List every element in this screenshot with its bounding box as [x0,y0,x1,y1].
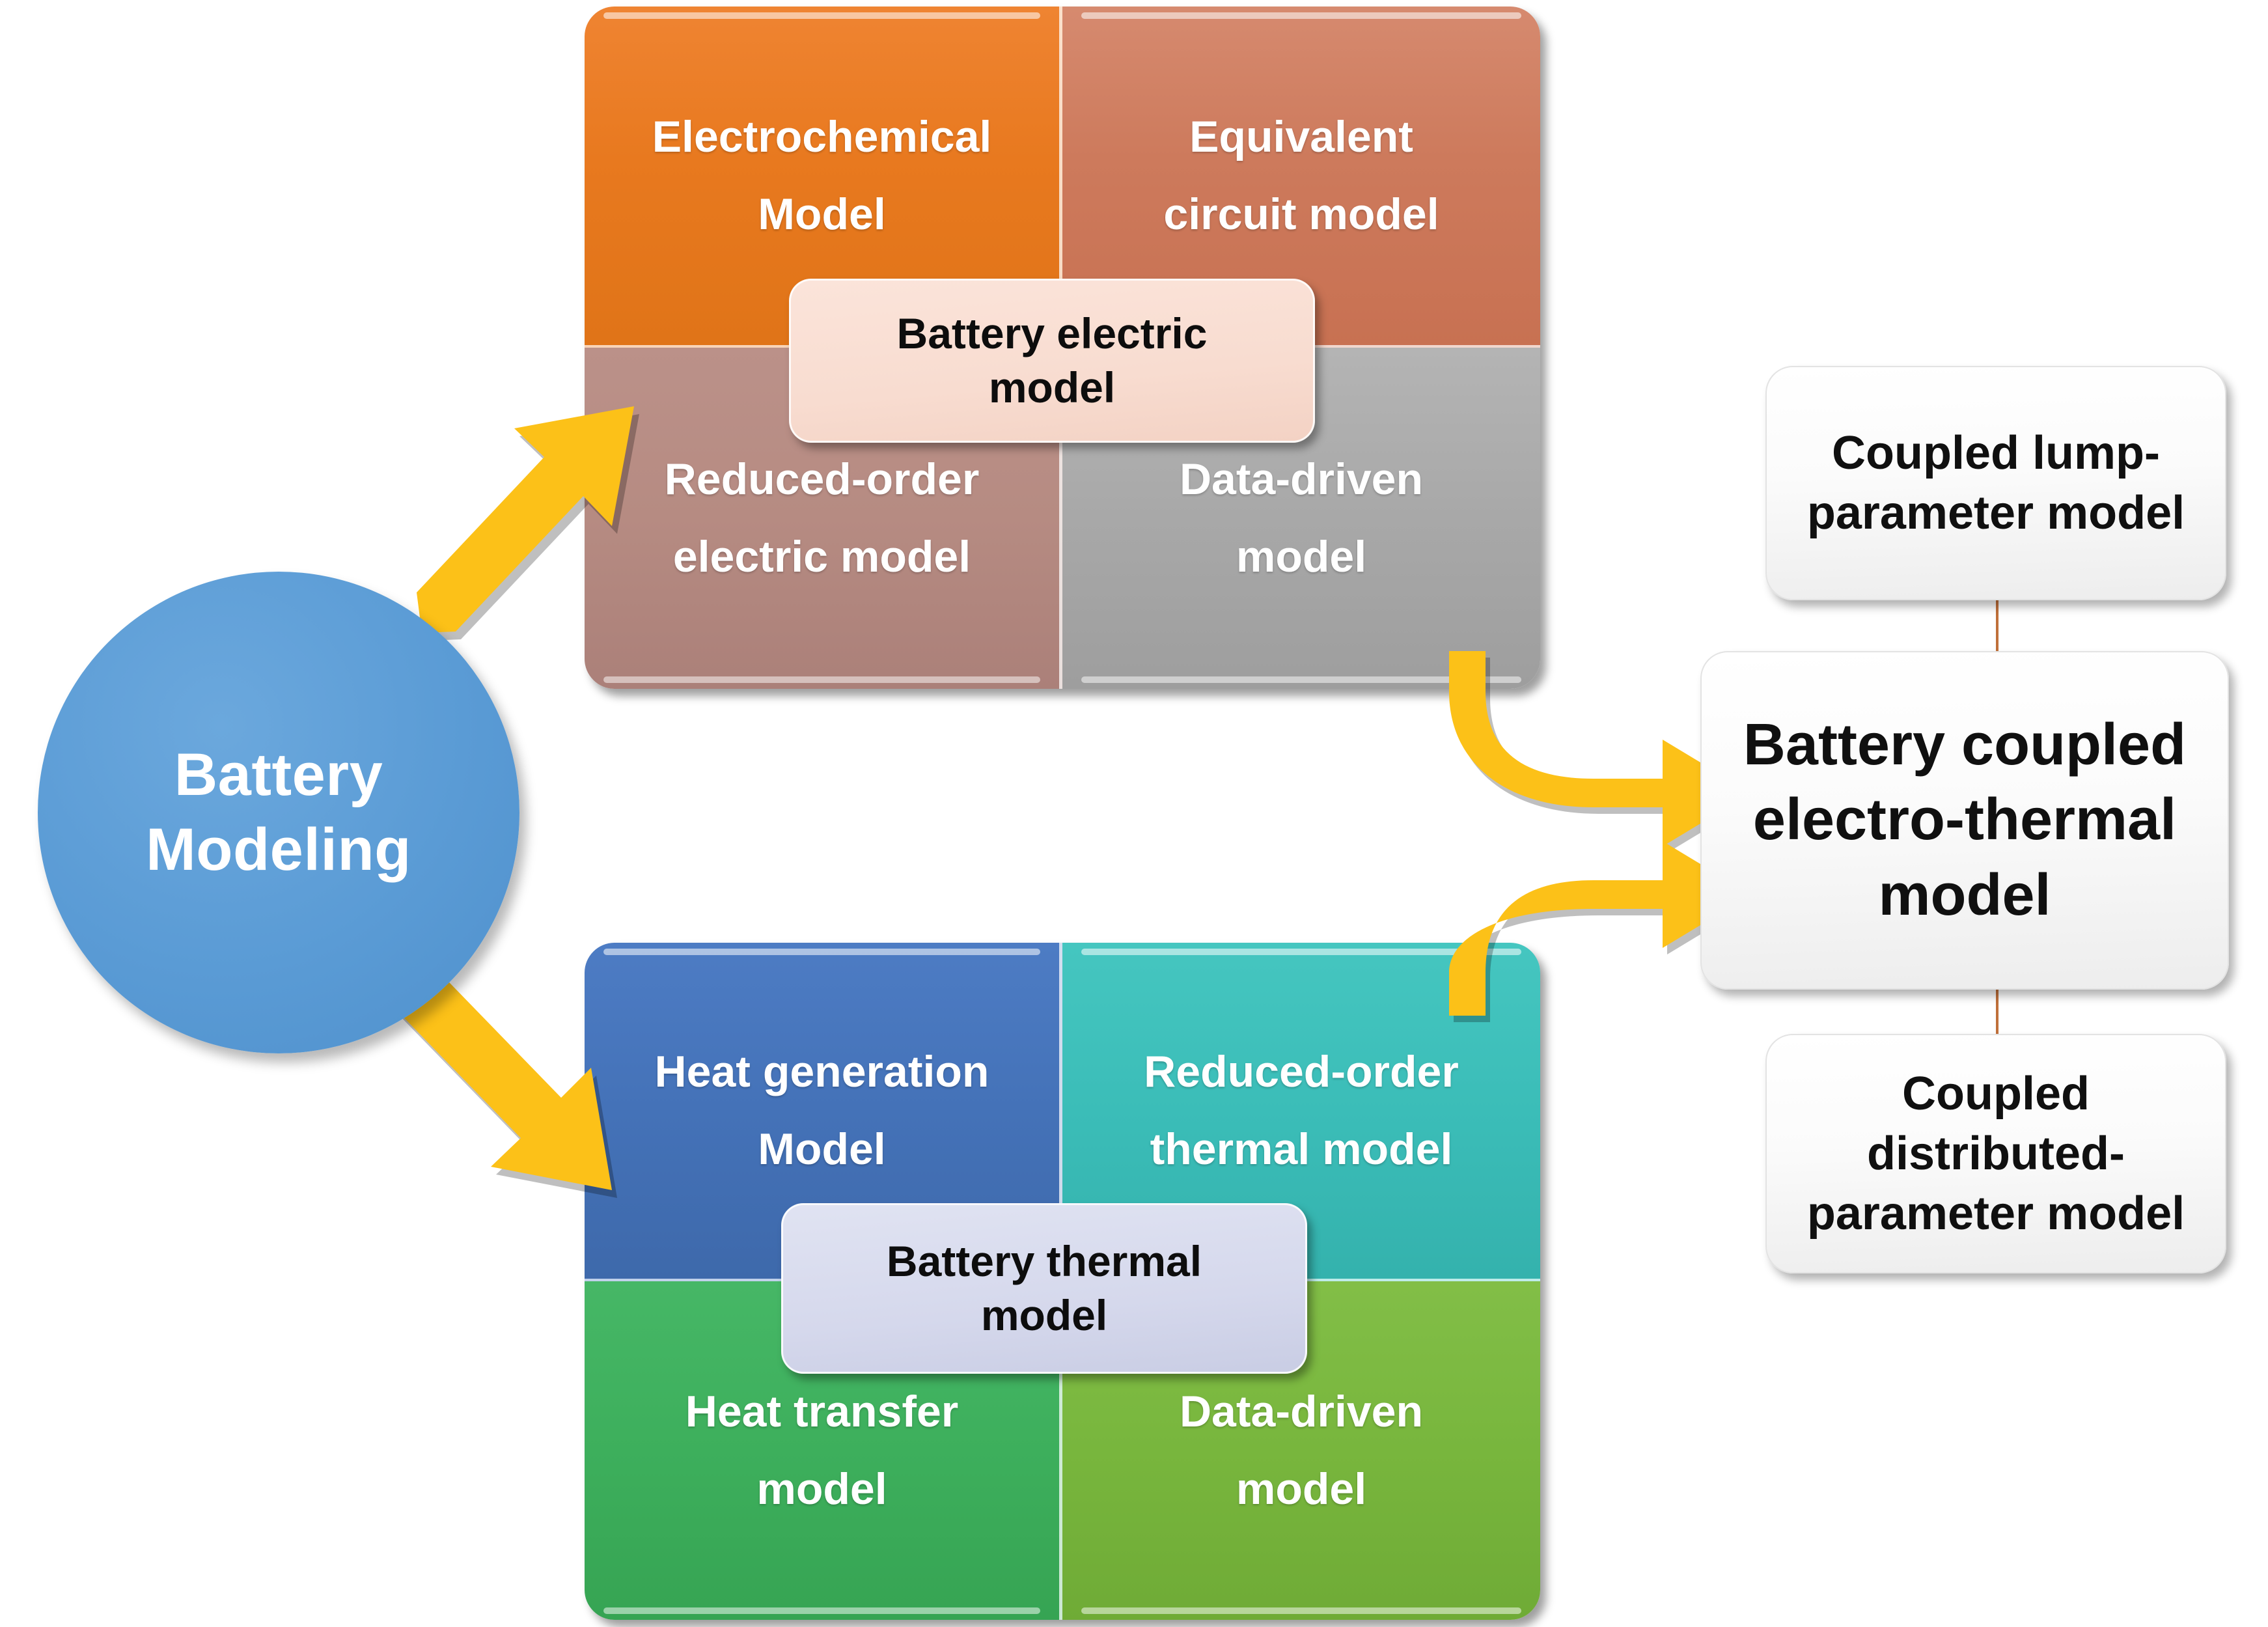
source-node-label: Battery Modeling [146,738,411,887]
output-box-line2: parameter model [1806,487,2185,539]
source-node-battery-modeling[interactable]: Battery Modeling [38,572,519,1053]
output-box-line3: parameter model [1806,1188,2185,1240]
quadrant-label-line2: model [1236,532,1367,581]
quadrant-label-line2: model [1236,1464,1367,1514]
quadrant-label-line1: Reduced-order [1144,1047,1459,1096]
quadrant-label-line1: Reduced-order [664,454,980,504]
quadrant-label-line2: electric model [672,532,971,581]
quadrant-label-line1: Data-driven [1179,1387,1424,1436]
quadrant-label-line1: Heat transfer [685,1387,959,1436]
quadrant-label-line2: Model [758,189,886,239]
connector-coupled-to-distributed [1996,986,1998,1038]
quadrant-label-line1: Equivalent [1189,112,1413,161]
center-label-line2: model [980,1291,1108,1339]
quadrant-heat-generation-model[interactable]: Heat generation Model [585,943,1062,1281]
output-box-line1: Coupled [1902,1067,2090,1120]
connector-lump-to-coupled [1996,596,1998,655]
source-node-label-line1: Battery [174,742,383,808]
output-box-line2: distributed- [1867,1127,2125,1180]
quadrant-label-line2: thermal model [1150,1124,1453,1174]
center-label-battery-electric-model[interactable]: Battery electric model [789,279,1315,443]
quadrant-label-line1: Electrochemical [652,112,992,161]
center-label-line1: Battery electric [896,309,1208,357]
quadrant-label-line2: Model [758,1124,886,1174]
source-node-label-line2: Modeling [146,816,411,883]
output-box-coupled-distributed-parameter-model[interactable]: Coupled distributed- parameter model [1765,1034,2226,1273]
quadrant-label-line1: Heat generation [654,1047,989,1096]
output-box-battery-coupled-electro-thermal-model[interactable]: Battery coupled electro-thermal model [1700,651,2229,990]
output-box-line1: Battery coupled [1743,712,2187,778]
arrow-electric-to-coupled [1449,651,1756,853]
arrow-thermal-to-coupled [1449,841,1756,1022]
arrow-to-electric-group [417,406,639,641]
output-box-line2: electro-thermal [1752,787,2177,853]
quadrant-label-line1: Data-driven [1179,454,1424,504]
output-box-line1: Coupled lump- [1832,426,2160,479]
arrow-to-thermal-group [391,964,617,1198]
output-box-coupled-lump-parameter-model[interactable]: Coupled lump- parameter model [1765,366,2226,600]
quadrant-label-line2: model [756,1464,887,1514]
quadrant-label-line2: circuit model [1163,189,1439,239]
center-label-line1: Battery thermal [886,1236,1202,1285]
center-label-battery-thermal-model[interactable]: Battery thermal model [781,1203,1307,1374]
center-label-line2: model [988,363,1116,411]
output-box-line3: model [1878,862,2051,928]
